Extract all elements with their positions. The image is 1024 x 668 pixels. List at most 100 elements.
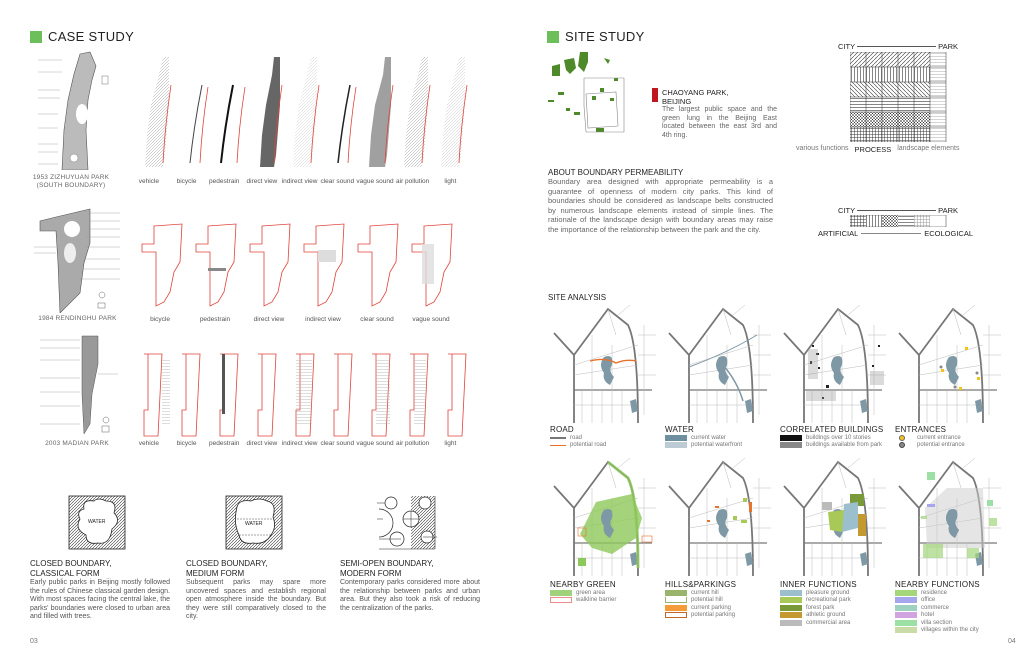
site-maps-row1 [552, 305, 1022, 423]
diagram-label: pedestrain [199, 316, 231, 323]
legend-label: pleasure ground [806, 589, 850, 596]
legend-label: potential parking [691, 612, 736, 619]
entrances-legend: ENTRANCES current entrance potential ent… [895, 425, 1005, 449]
process-diagram-bottom: various functions PROCESS landscape elem… [796, 145, 990, 154]
diagram-label: air pollution [396, 178, 430, 185]
right-page-site-study: SITE STUDY CHAOYANG PARK, BEIJING The la… [512, 0, 1024, 668]
villages-swatch-icon [895, 627, 917, 634]
available-buildings-swatch-icon [780, 442, 802, 449]
legend-item-green-area: green area [550, 589, 660, 597]
legend-label: current hill [691, 589, 719, 596]
nearby-green-legend-title: NEARBY GREEN [550, 580, 616, 589]
legend-label: residence [921, 589, 948, 596]
diagram-label: clear sound [320, 178, 355, 185]
legend-label: villages within the city [921, 627, 979, 634]
legend-label: buildings over 10 stories [806, 434, 871, 441]
legend-item-current-water: current water [665, 434, 775, 442]
diagram-label: bicycle [176, 178, 197, 185]
legend-item-villages: villages within the city [895, 627, 1020, 635]
park-subtitle: (SOUTH BOUNDARY) [36, 182, 106, 189]
diagram-label: direct view [253, 316, 285, 323]
legend-label: potential road [570, 442, 607, 449]
diagram-label: direct view [246, 440, 278, 447]
legend-label: villa section [921, 619, 953, 626]
current-hill-swatch-icon [665, 589, 687, 596]
villa-section-swatch-icon [895, 619, 917, 626]
legend-label: potential hill [691, 597, 723, 604]
svg-text:WATER: WATER [88, 519, 106, 525]
landscape-elements-label: landscape elements [897, 145, 960, 152]
chaoyang-park-description: CHAOYANG PARK, BEIJING The largest publi… [662, 88, 777, 140]
form-description: Contemporary parks considered more about… [340, 579, 480, 612]
closed-classical-form-icon: WATER [68, 495, 126, 550]
closed-medium-form-icon: WATER [225, 495, 283, 550]
water-legend: WATER current water potential waterfront [665, 425, 775, 449]
form-description: Early public parks in Beijing mostly fol… [30, 579, 170, 621]
diagram-label: clear sound [320, 440, 355, 447]
entrances-legend-title: ENTRANCES [895, 425, 947, 434]
legend-label: current parking [691, 604, 732, 611]
form-subtitle: MEDIUM FORM [186, 569, 245, 578]
legend-item-hotel: hotel [895, 612, 1020, 620]
tall-buildings-swatch-icon [780, 434, 802, 441]
chaoyang-location-map [544, 48, 654, 138]
row3-labels: vehicle bicycle pedestrain direct view i… [130, 440, 470, 447]
nearby-functions-legend-title: NEARBY FUNCTIONS [895, 580, 980, 589]
case-study-heading: CASE STUDY [30, 29, 134, 44]
location-title: CHAOYANG PARK, [662, 88, 729, 97]
diagram-label: bicycle [176, 440, 197, 447]
legend-item-commercial-area: commercial area [780, 619, 895, 627]
location-body: The largest public space and the green l… [662, 106, 777, 139]
diagram-label: direct view [246, 178, 278, 185]
legend-label: walkline barrier [576, 597, 617, 604]
diagram-label: light [444, 440, 457, 447]
hills-parkings-legend: HILLS&PARKINGS current hill potential hi… [665, 580, 775, 619]
legend-item-residence: residence [895, 589, 1020, 597]
park-name: 2003 MADIAN PARK [45, 440, 109, 447]
madian-park-plan [32, 334, 122, 434]
legend-item-road: road [550, 434, 660, 442]
form-title: SEMI-OPEN BOUNDARY, [340, 559, 434, 568]
diagram-label: pedestrain [209, 178, 240, 185]
park-label: PARK [938, 206, 958, 215]
current-parking-swatch-icon [665, 604, 687, 611]
park-label-rendinghu: 1984 RENDINGHU PARK [30, 315, 125, 323]
legend-label: potential entrance [917, 442, 965, 449]
residence-swatch-icon [895, 589, 917, 596]
legend-item-potential-waterfront: potential waterfront [665, 442, 775, 450]
road-legend: ROAD road potential road [550, 425, 660, 449]
park-name: 1984 RENDINGHU PARK [38, 315, 117, 322]
row2-diagrams [132, 222, 472, 310]
various-functions-label: various functions [796, 145, 849, 152]
park-label-zizhuyuan: 1953 ZIZHUYUAN PARK (SOUTH BOUNDARY) [26, 174, 116, 190]
boundary-permeability-section: ABOUT BOUNDARY PERMEABILITY Boundary are… [548, 168, 773, 234]
row1-labels: vehicle bicycle pedestrain direct view i… [130, 178, 470, 185]
form-title: CLOSED BOUNDARY, [186, 559, 268, 568]
legend-item-commerce: commerce [895, 604, 1020, 612]
legend-label: recreational park [806, 597, 851, 604]
potential-parking-swatch-icon [665, 612, 687, 619]
row2-labels: bicycle pedestrain direct view indirect … [132, 316, 472, 323]
athletic-ground-swatch-icon [780, 612, 802, 619]
legend-label: forest park [806, 604, 835, 611]
nearby-green-legend: NEARBY GREEN green area walkline barrier [550, 580, 660, 604]
legend-label: current entrance [917, 434, 961, 441]
diagram-label: air pollution [396, 440, 430, 447]
site-maps-row2 [552, 458, 1022, 576]
potential-waterfront-swatch-icon [665, 442, 687, 449]
legend-label: potential waterfront [691, 442, 743, 449]
left-page-case-study: CASE STUDY 1953 ZIZHUYUAN PARK (SOUTH BO… [26, 29, 480, 645]
section-marker-icon [30, 30, 42, 43]
form-title: CLOSED BOUNDARY, [30, 559, 112, 568]
legend-label: commerce [921, 604, 950, 611]
park-label-madian: 2003 MADIAN PARK [32, 440, 122, 448]
process-diagram-top: CITY PARK [838, 42, 958, 51]
current-water-swatch-icon [665, 434, 687, 441]
site-analysis-heading: SITE ANALYSIS [548, 293, 607, 302]
closed-classical-form: CLOSED BOUNDARY, CLASSICAL FORM Early pu… [30, 559, 170, 622]
hotel-swatch-icon [895, 612, 917, 619]
location-subtitle: BEIJING [662, 97, 692, 106]
section-marker-icon [547, 30, 559, 43]
row1-diagrams [130, 55, 470, 175]
legend-label: office [921, 597, 936, 604]
